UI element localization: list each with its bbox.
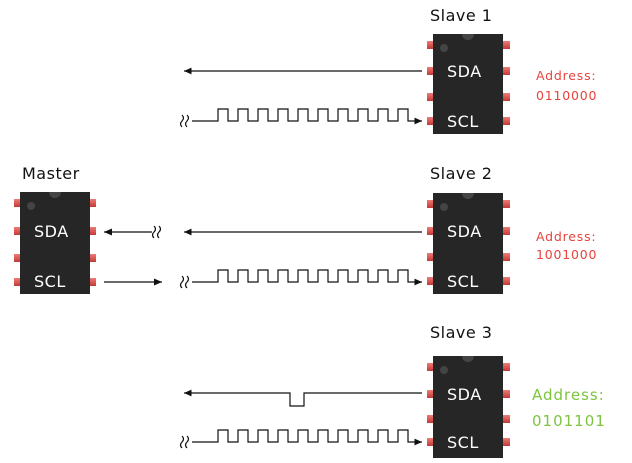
slave-1-address: 0110000 — [536, 88, 597, 103]
pin1-dot — [440, 366, 448, 374]
pin — [502, 200, 510, 208]
pin — [502, 390, 510, 398]
pin — [502, 93, 510, 101]
clock-waveform — [192, 269, 422, 286]
pin — [502, 363, 510, 371]
slave-3-address: 0101101 — [532, 412, 606, 430]
master-sda-label: SDA — [34, 222, 69, 241]
pin — [502, 438, 510, 446]
break-squiggle — [179, 275, 190, 289]
slave-3-scl-wire — [179, 429, 422, 449]
break-squiggle — [179, 435, 190, 449]
break-squiggle — [179, 114, 190, 128]
pin — [427, 117, 435, 125]
pin — [14, 278, 22, 286]
pin — [502, 41, 510, 49]
pin — [427, 438, 435, 446]
slave-2-address-label: Address: — [536, 229, 596, 244]
pin — [427, 67, 435, 75]
slave-1-sda-label: SDA — [447, 62, 482, 81]
master-chip: Master SDA SCL — [14, 164, 96, 294]
slave-2: Slave 2 SDA SCL Address: 1001000 — [427, 164, 597, 294]
pin1-dot — [440, 44, 448, 52]
slave-3-sda-label: SDA — [447, 385, 482, 404]
slave-1-scl-wire — [179, 108, 422, 128]
pin — [502, 227, 510, 235]
pin — [427, 253, 435, 261]
pin — [427, 390, 435, 398]
pin — [427, 41, 435, 49]
slave-2-address: 1001000 — [536, 247, 597, 262]
slave-3-address-label: Address: — [532, 386, 605, 404]
slave-2-scl-wire — [179, 269, 422, 289]
break-squiggle — [151, 225, 162, 239]
slave-3-title: Slave 3 — [430, 323, 492, 342]
pin — [502, 277, 510, 285]
master-chip-body: SDA SCL — [14, 192, 96, 294]
pin — [88, 278, 96, 286]
slave-3: Slave 3 SDA SCL Address: 0101101 — [427, 323, 606, 458]
pin — [427, 200, 435, 208]
chip-notch — [49, 192, 61, 198]
pin — [502, 415, 510, 423]
pin1-dot — [27, 202, 35, 210]
pin — [14, 254, 22, 262]
pin — [88, 199, 96, 207]
slave-1-address-label: Address: — [536, 68, 596, 83]
pin — [502, 117, 510, 125]
chip-notch — [462, 193, 474, 199]
pin — [14, 199, 22, 207]
slave-1-scl-label: SCL — [447, 112, 479, 131]
slave-1-title: Slave 1 — [430, 6, 492, 25]
slave-1: Slave 1 SDA SCL Address: 0110000 — [427, 6, 597, 134]
clock-waveform — [192, 429, 422, 446]
pin — [427, 93, 435, 101]
master-scl-label: SCL — [34, 272, 66, 291]
pin — [88, 254, 96, 262]
pin1-dot — [440, 203, 448, 211]
pin — [427, 415, 435, 423]
pin — [502, 67, 510, 75]
slave-2-scl-label: SCL — [447, 272, 479, 291]
slave-3-scl-label: SCL — [447, 433, 479, 452]
slave-3-sda-ack-arrow — [184, 389, 422, 407]
slave-2-title: Slave 2 — [430, 164, 492, 183]
slave-2-sda-label: SDA — [447, 222, 482, 241]
pin — [14, 227, 22, 235]
chip-notch — [462, 356, 474, 362]
pin — [502, 253, 510, 261]
pin — [88, 227, 96, 235]
pin — [427, 277, 435, 285]
clock-waveform — [192, 108, 422, 125]
chip-notch — [462, 34, 474, 40]
master-title: Master — [22, 164, 80, 183]
master-sda-wire — [104, 225, 162, 239]
pin — [427, 363, 435, 371]
pin — [427, 227, 435, 235]
